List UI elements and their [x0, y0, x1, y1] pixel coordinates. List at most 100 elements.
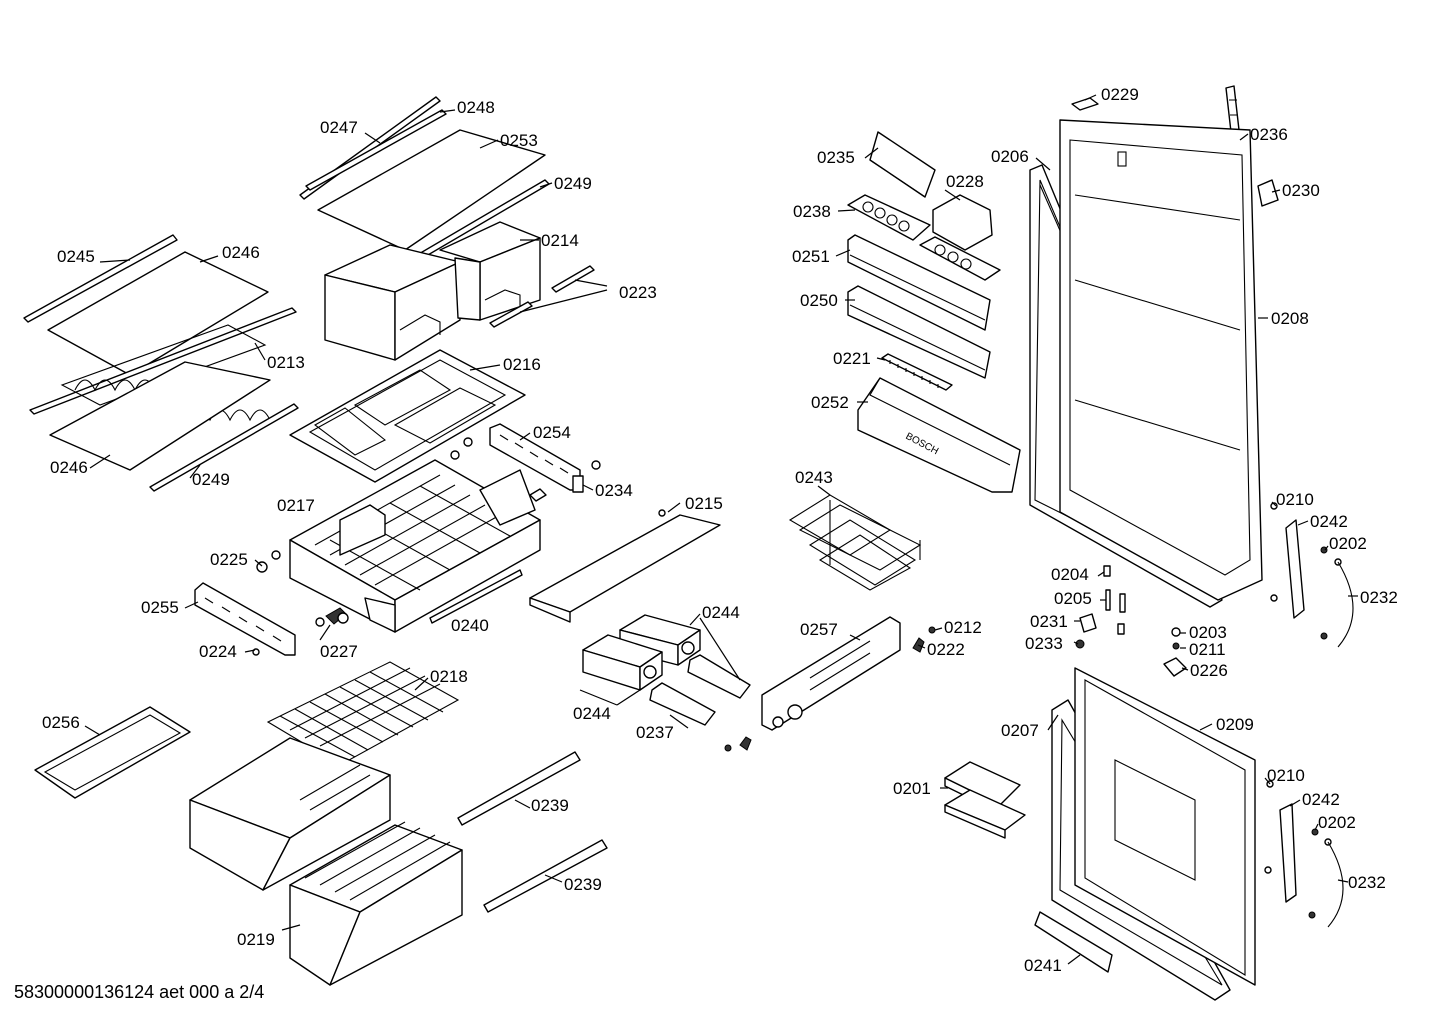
label-0210-lower: 0210	[1267, 766, 1305, 785]
label-0211: 0211	[1189, 640, 1226, 659]
label-0202-upper: 0202	[1329, 534, 1367, 553]
part-small-knobs	[252, 437, 601, 656]
label-0218: 0218	[430, 667, 468, 686]
label-0230: 0230	[1282, 181, 1320, 200]
label-0221: 0221	[833, 349, 871, 368]
label-0219: 0219	[237, 930, 275, 949]
part-0237-trays	[649, 654, 751, 726]
part-0223-clips	[489, 265, 595, 328]
part-0230-cap	[1257, 179, 1279, 207]
part-0208-door-upper	[1059, 119, 1263, 601]
part-0239-rail-a	[457, 751, 581, 826]
label-0232-upper: 0232	[1360, 588, 1398, 607]
label-0232-lower: 0232	[1348, 873, 1386, 892]
part-0256-tray	[34, 706, 191, 799]
label-0255: 0255	[141, 598, 179, 617]
label-0253: 0253	[500, 131, 538, 150]
part-0253-glass-shelf	[317, 129, 546, 251]
part-0217-drawer	[289, 459, 541, 633]
part-0238-egg-tray-b	[919, 236, 1001, 281]
label-0250: 0250	[800, 291, 838, 310]
part-0215-flap	[529, 509, 721, 623]
label-0217: 0217	[277, 496, 315, 515]
leader-lines	[84, 94, 1358, 965]
label-0208: 0208	[1271, 309, 1309, 328]
label-0249-top: 0249	[554, 174, 592, 193]
label-0204: 0204	[1051, 565, 1089, 584]
label-0212: 0212	[944, 618, 982, 637]
part-0250-bin	[847, 285, 991, 379]
label-0238: 0238	[793, 202, 831, 221]
label-0244-upper: 0244	[702, 603, 740, 622]
label-0233: 0233	[1025, 634, 1063, 653]
label-0244-lower: 0244	[573, 704, 611, 723]
part-small-hardware	[1075, 565, 1187, 677]
label-0209: 0209	[1216, 715, 1254, 734]
part-0241-plinth	[1034, 911, 1113, 973]
part-0238-egg-tray	[847, 194, 931, 241]
label-0214: 0214	[541, 231, 579, 250]
part-0246-glass-top	[47, 251, 269, 376]
label-0210-upper: 0210	[1276, 490, 1314, 509]
label-0231: 0231	[1030, 612, 1068, 631]
label-0254: 0254	[533, 423, 571, 442]
part-0228-lid	[932, 194, 993, 251]
label-0207: 0207	[1001, 721, 1039, 740]
label-0256: 0256	[42, 713, 80, 732]
label-0236: 0236	[1250, 125, 1288, 144]
label-0237: 0237	[636, 723, 674, 742]
part-0219-crisper-top	[189, 737, 391, 891]
label-0202-lower: 0202	[1318, 813, 1356, 832]
part-0251-bin	[847, 234, 991, 331]
part-upper-hinge-hardware	[1270, 502, 1354, 648]
part-0227-clip	[325, 607, 349, 625]
label-0228: 0228	[946, 172, 984, 191]
label-0215: 0215	[685, 494, 723, 513]
label-0203: 0203	[1189, 623, 1227, 642]
label-0205: 0205	[1054, 589, 1092, 608]
part-0239-rail-b	[483, 839, 608, 913]
part-0240-rail	[429, 569, 523, 624]
drawing-reference-footer: 58300000136124 aet 000 a 2/4	[14, 982, 265, 1002]
label-0246-top: 0246	[222, 243, 260, 262]
label-0235: 0235	[817, 148, 855, 167]
part-0247-strip	[299, 96, 447, 200]
part-0246-glass-bottom	[49, 361, 271, 471]
part-labels: 0247 0248 0253 0249 0214 0223 0245 0246 …	[42, 85, 1398, 975]
label-0257: 0257	[800, 620, 838, 639]
part-0249-rod-lower	[149, 403, 299, 492]
label-0225: 0225	[210, 550, 248, 569]
label-0206: 0206	[991, 147, 1029, 166]
label-0227: 0227	[320, 642, 358, 661]
label-0241: 0241	[1024, 956, 1062, 975]
part-0214-box	[324, 221, 541, 361]
label-0201: 0201	[893, 779, 931, 798]
label-0213: 0213	[267, 353, 305, 372]
label-0243: 0243	[795, 468, 833, 487]
part-0244-bracket-lower	[582, 634, 663, 691]
part-0235-cover	[869, 131, 936, 198]
label-0242-lower: 0242	[1302, 790, 1340, 809]
part-0252-bottle-bin: BOSCH	[857, 377, 1021, 493]
part-0229-cap	[1071, 97, 1099, 111]
part-0243-wire-holder	[788, 494, 922, 591]
label-0247: 0247	[320, 118, 358, 137]
label-0224: 0224	[199, 642, 237, 661]
label-0252: 0252	[811, 393, 849, 412]
part-0255-rail	[194, 582, 296, 656]
part-0209-door-lower	[1074, 667, 1256, 986]
label-0245: 0245	[57, 247, 95, 266]
label-0242-upper: 0242	[1310, 512, 1348, 531]
label-0229: 0229	[1101, 85, 1139, 104]
label-0240: 0240	[451, 616, 489, 635]
label-0248: 0248	[457, 98, 495, 117]
part-lower-hinge-hardware	[1264, 780, 1344, 928]
part-0216-frame	[289, 349, 526, 483]
label-0222: 0222	[927, 640, 965, 659]
part-0201-blocks	[944, 761, 1026, 839]
part-0245-strip	[23, 234, 178, 323]
part-0219-crisper-bottom	[289, 821, 463, 986]
label-0251: 0251	[792, 247, 830, 266]
